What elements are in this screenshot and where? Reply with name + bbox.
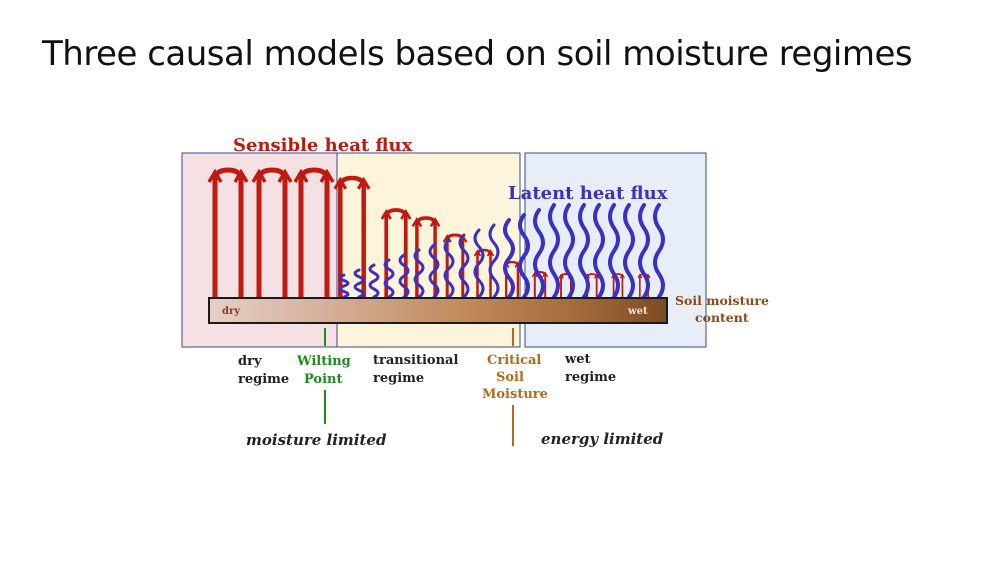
latent-heat-wave (398, 253, 410, 299)
latent-heat-wave (353, 268, 365, 299)
bar-wet-label: wet (627, 306, 648, 317)
latent-heat-wave (443, 238, 455, 299)
moisture-limited-label: moisture limited (246, 431, 387, 449)
sensible-heat-arrowhead (356, 176, 371, 190)
latent-heat-flux-label: Latent heat flux (508, 183, 668, 204)
wet-regime-line2: regime (565, 370, 616, 385)
latent-heat-wave (518, 213, 530, 299)
sensible-heat-arrowhead (207, 168, 223, 183)
latent-heat-flux-waves (338, 203, 665, 299)
latent-heat-wave (413, 248, 425, 299)
latent-heat-wave (473, 228, 485, 299)
sensible-heat-flux-label: Sensible heat flux (233, 135, 413, 156)
latent-heat-wave (503, 218, 515, 299)
dry-regime-line2: regime (238, 372, 289, 387)
critical-moisture-line3: Moisture (482, 387, 548, 402)
sensible-heat-arrowhead (400, 208, 412, 220)
sensible-heat-arrowhead (542, 271, 549, 278)
dry-regime-line1: dry (238, 354, 262, 369)
energy-limited-label: energy limited (541, 430, 664, 448)
transitional-regime-line2: regime (373, 371, 424, 386)
sensible-heat-arrowhead (319, 168, 335, 183)
sensible-heat-arrowhead (429, 217, 441, 228)
latent-heat-wave (458, 233, 470, 299)
latent-heat-wave (608, 203, 620, 299)
critical-moisture-line1: Critical (487, 353, 541, 368)
sensible-heat-arrowhead (380, 208, 392, 220)
wet-regime-line1: wet (564, 352, 590, 367)
bar-dry-label: dry (222, 306, 241, 317)
sensible-heat-arrowhead (411, 217, 423, 228)
sensible-heat-arrowhead (473, 249, 482, 257)
sensible-heat-arrowhead (486, 249, 495, 257)
wilting-point-line2: Point (304, 372, 343, 387)
latent-heat-wave (578, 203, 590, 299)
latent-heat-wave (428, 243, 440, 299)
soil-moisture-bar (208, 297, 668, 324)
sensible-heat-arrowhead (277, 168, 293, 183)
sensible-heat-arrowhead (333, 176, 348, 190)
latent-heat-wave (338, 273, 350, 299)
sensible-heat-arrowhead (233, 168, 249, 183)
transitional-regime-line1: transitional (373, 353, 458, 368)
sensible-heat-arrowhead (293, 168, 309, 183)
sensible-heat-arrowhead (619, 273, 625, 279)
slide-title: Three causal models based on soil moistu… (42, 34, 913, 74)
soil-moisture-label-line2: content (695, 310, 749, 325)
latent-heat-wave (563, 203, 575, 299)
latent-heat-wave (638, 203, 650, 299)
latent-heat-wave (383, 258, 395, 299)
latent-heat-wave (623, 203, 635, 299)
sensible-heat-arrowhead (531, 271, 538, 278)
sensible-heat-arrowhead (593, 273, 600, 279)
wilting-point-line1: Wilting (296, 354, 351, 369)
sensible-heat-arrowhead (637, 273, 643, 279)
sensible-heat-arrowhead (558, 273, 564, 279)
latent-heat-wave (368, 263, 380, 299)
critical-moisture-line2: Soil (496, 370, 524, 385)
latent-heat-wave (533, 208, 545, 299)
latent-heat-wave (593, 203, 605, 299)
latent-heat-wave (548, 203, 560, 299)
soil-moisture-label-line1: Soil moisture (675, 293, 769, 308)
latent-heat-wave (653, 203, 665, 299)
latent-heat-wave (488, 223, 500, 299)
sensible-heat-arrowhead (251, 168, 267, 183)
